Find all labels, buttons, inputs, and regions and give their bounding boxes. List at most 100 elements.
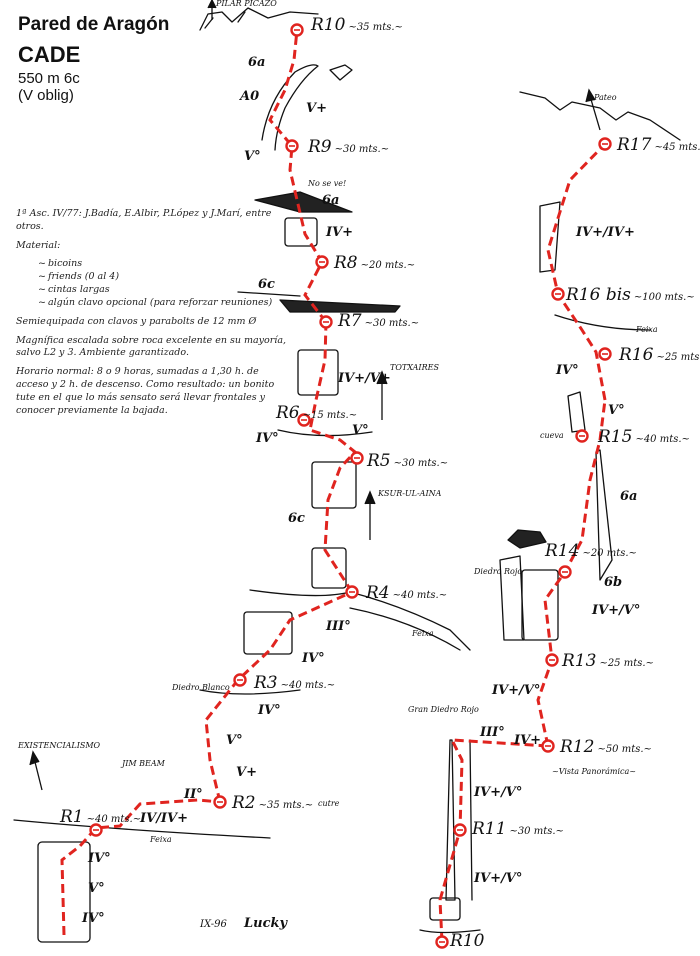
grade: 6a: [248, 55, 265, 70]
belay-length: ~20 mts.~: [582, 548, 636, 559]
material-item: cintas largas: [38, 284, 286, 297]
grade: V°: [608, 403, 625, 418]
signature: IX-96 Lucky: [200, 916, 287, 931]
belay-name: R3: [253, 673, 278, 693]
belay-name: R2: [231, 793, 256, 813]
gran-diedro-label: Gran Diedro Rojo: [408, 705, 479, 714]
grade: IV+/V°: [491, 683, 540, 698]
grade: IV°: [257, 703, 281, 718]
grade: IV+/IV+: [575, 225, 635, 240]
grade: IV+/V°: [473, 871, 522, 886]
belay-name: R12: [559, 737, 594, 757]
belay-name: R1: [59, 807, 84, 827]
belay-length: ~40 mts.~: [393, 590, 447, 601]
gran-diedro-left: [445, 739, 456, 901]
belay-label-r12: R12~50 mts.~: [559, 737, 652, 757]
grade: III°: [479, 725, 505, 740]
belay-label-r7: R7~30 mts.~: [337, 311, 419, 331]
pitch-line-l11-l12: [438, 738, 549, 943]
block-r14: [521, 569, 559, 641]
belay-label-r16: R16~25 mts.~: [618, 345, 700, 365]
grade: IV+: [325, 225, 353, 240]
totxaires-arrow: [376, 370, 388, 420]
block-r4: [243, 611, 293, 655]
grade: V°: [88, 881, 105, 896]
belay-length: ~25 mts.~: [656, 352, 700, 363]
belay-length: ~35 mts.~: [348, 22, 402, 33]
grade: III°: [325, 619, 351, 634]
route-length-grade: 550 m 6c: [18, 70, 80, 88]
belay-label-r17: R17~45 mts.~: [616, 135, 700, 155]
feixa-label: Feixa: [411, 629, 434, 638]
belay-name: R9: [307, 137, 332, 157]
belay-label-r8: R8~20 mts.~: [333, 253, 415, 273]
belay-length: ~20 mts.~: [361, 260, 415, 271]
grade: 6a: [322, 193, 339, 208]
belay-label-r14: R14~20 mts.~: [544, 541, 637, 561]
belay-name: R13: [561, 651, 596, 671]
material-title: Material:: [16, 239, 61, 251]
grade: IV+/V°: [591, 603, 640, 618]
belay-label-r16b: R16 bis~100 mts.~: [565, 285, 695, 305]
diedro-rojo-label: Diedro Rojo: [473, 567, 522, 576]
route-notes: 1ª Asc. IV/77: J.Badía, E.Albir, P.López…: [16, 208, 286, 423]
grade: V+: [306, 101, 327, 116]
belay-label-r10: R10~35 mts.~: [310, 15, 403, 35]
belay-name: R17: [616, 135, 652, 155]
first-ascent: 1ª Asc. IV/77: J.Badía, E.Albir, P.López…: [16, 208, 272, 232]
block-r1: [37, 841, 91, 943]
belay-name: R11: [471, 819, 506, 839]
belay-labels: R1~40 mts.~R2~35 mts.~R3~40 mts.~R4~40 m…: [59, 15, 700, 951]
vista-label: ~Vista Panorámica~: [552, 767, 636, 776]
grade: IV°: [87, 851, 111, 866]
feixa-label: Feixa: [635, 325, 658, 334]
route-annotations: PILAR PICAZO TOTXAIRES KSUR-UL-AINA EXIS…: [17, 0, 658, 844]
faixa-line: [13, 819, 271, 839]
belay-name: R5: [366, 451, 391, 471]
existencialismo-arrow: [29, 750, 43, 791]
pitch-line-l8-l10: [268, 29, 328, 323]
block-r10b: [429, 897, 461, 921]
diedro-blanco-label: Diedro Blanco: [171, 683, 230, 692]
belay-name: R14: [544, 541, 579, 561]
belay-name: R10: [310, 15, 346, 35]
belay-length: ~40 mts.~: [281, 680, 335, 691]
feixa-ledge: [349, 607, 461, 651]
roof-6a: [254, 191, 353, 213]
belay-name: R16 bis: [565, 285, 631, 305]
grade: IV°: [555, 363, 579, 378]
belay-label-r6: R6~15 mts.~: [275, 403, 357, 423]
pitch-line-l1-l2: [60, 798, 221, 936]
route-name: CADE: [18, 41, 81, 67]
summit-label: PILAR PICAZO: [215, 0, 277, 8]
feixa-right: [554, 314, 651, 331]
block-r7: [297, 349, 339, 396]
grade: II°: [183, 787, 203, 802]
belay-name: R10: [449, 931, 485, 951]
roof-r14: [507, 529, 547, 549]
belay-length: ~40 mts.~: [635, 434, 689, 445]
dihedral-6a: [595, 449, 613, 581]
block-r5: [311, 461, 357, 509]
signature-author: Lucky: [244, 916, 288, 931]
grade: IV°: [255, 431, 279, 446]
grade: 6c: [258, 277, 275, 292]
grade: A0: [238, 89, 259, 104]
pateo-arrow: [585, 88, 601, 131]
belay-length: ~25 mts.~: [599, 658, 653, 669]
grade: V°: [244, 149, 261, 164]
summit-arrow: [207, 0, 217, 20]
pitch-line-l16-l17: [546, 142, 607, 401]
belay-label-r3: R3~40 mts.~: [253, 673, 335, 693]
topo-header: Pared de Aragón CADE 550 m 6c (V oblig): [18, 14, 169, 105]
belay-label-r5: R5~30 mts.~: [366, 451, 448, 471]
belay-length: ~40 mts.~: [87, 814, 141, 825]
belay-label-r10b: R10: [449, 931, 485, 951]
block-6c: [311, 547, 347, 589]
equipment-note: Semiequipada con clavos y parabolts de 1…: [16, 315, 257, 327]
grade: V+: [236, 765, 257, 780]
upper-ramp: [261, 64, 319, 151]
belay-length: ~30 mts.~: [335, 144, 389, 155]
belay-length: ~50 mts.~: [597, 744, 651, 755]
